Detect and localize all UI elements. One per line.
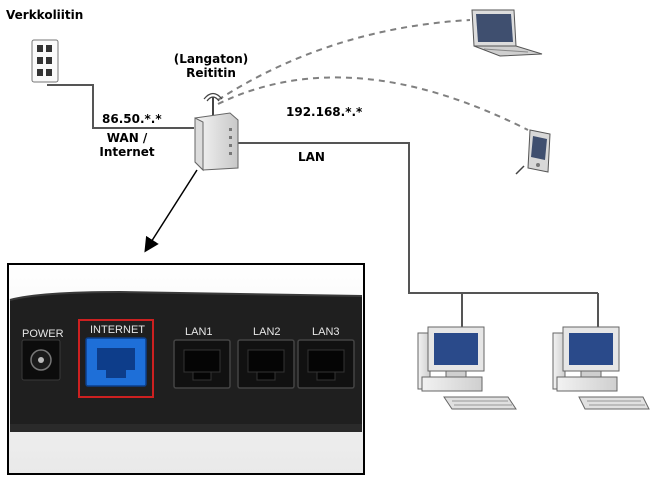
router-label-line1: (Langaton)	[173, 52, 249, 66]
wall-jack-label: Verkkoliitin	[6, 8, 84, 22]
desktop-computer-icon	[552, 326, 650, 410]
lan1-label: LAN1	[185, 326, 213, 338]
wan-label-line2: Internet	[99, 145, 155, 159]
wan-label: WAN / Internet	[92, 131, 162, 159]
wan-ip-label: 86.50.*.*	[102, 112, 162, 126]
lan2-label: LAN2	[253, 326, 281, 338]
lan-port	[173, 339, 231, 389]
router-label: (Langaton) Reititin	[168, 52, 254, 80]
pda-icon	[515, 129, 551, 175]
lan-label: LAN	[298, 150, 325, 164]
router-icon	[194, 92, 239, 172]
desktop-computer-icon	[417, 326, 517, 410]
lan-ip-label: 192.168.*.*	[286, 105, 363, 119]
zoom-arrow	[144, 169, 198, 253]
wireless-links	[217, 19, 529, 131]
lan3-label: LAN3	[312, 326, 340, 338]
internet-label: INTERNET	[90, 324, 145, 336]
router-port-photo: POWER INTERNET LAN1 LAN2 LAN3	[7, 263, 365, 475]
lan-port	[297, 339, 355, 389]
laptop-icon	[471, 9, 543, 57]
wan-cable	[47, 84, 194, 129]
power-label: POWER	[22, 328, 64, 340]
wall-jack-icon	[31, 39, 59, 83]
wan-label-line1: WAN /	[106, 131, 148, 145]
internet-port-highlight	[78, 319, 154, 398]
router-label-line2: Reititin	[186, 66, 236, 80]
lan-port	[237, 339, 295, 389]
lan-cable	[238, 142, 599, 328]
